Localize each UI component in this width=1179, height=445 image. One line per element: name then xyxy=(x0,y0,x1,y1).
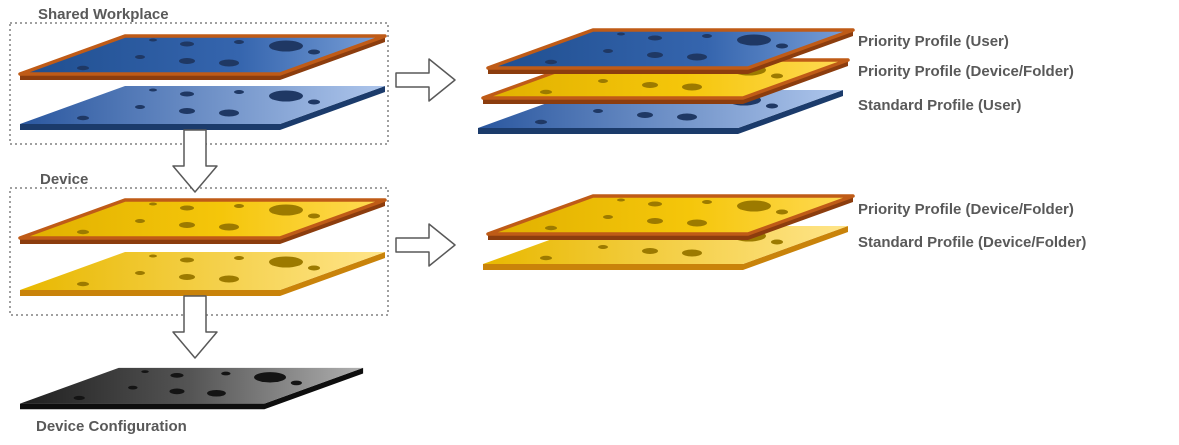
result-label-priority-profile-user: Priority Profile (User) xyxy=(858,33,1009,50)
flow-arrow-device-to-config-icon xyxy=(172,295,218,359)
result-label-priority-profile-device-2: Priority Profile (Device/Folder) xyxy=(858,201,1074,218)
flow-arrow-shared-to-result-icon xyxy=(395,58,456,102)
result-label-standard-profile-device: Standard Profile (Device/Folder) xyxy=(858,234,1087,251)
flow-arrow-shared-to-device-icon xyxy=(172,129,218,193)
layer-priority-profile-device xyxy=(18,198,387,244)
layer-standard-profile-user xyxy=(20,86,385,130)
layer-priority-profile-user xyxy=(18,34,387,80)
result-label-standard-profile-user: Standard Profile (User) xyxy=(858,97,1022,114)
flow-arrow-device-to-result-icon xyxy=(395,223,456,267)
device-group-border xyxy=(9,187,389,316)
layer-standard-profile-device xyxy=(20,252,385,296)
shared-workplace-label: Shared Workplace xyxy=(38,6,169,23)
device-label: Device xyxy=(40,171,89,188)
layer-device-configuration xyxy=(20,367,364,410)
device-configuration-label: Device Configuration xyxy=(36,418,187,435)
result-label-priority-profile-device: Priority Profile (Device/Folder) xyxy=(858,63,1074,80)
